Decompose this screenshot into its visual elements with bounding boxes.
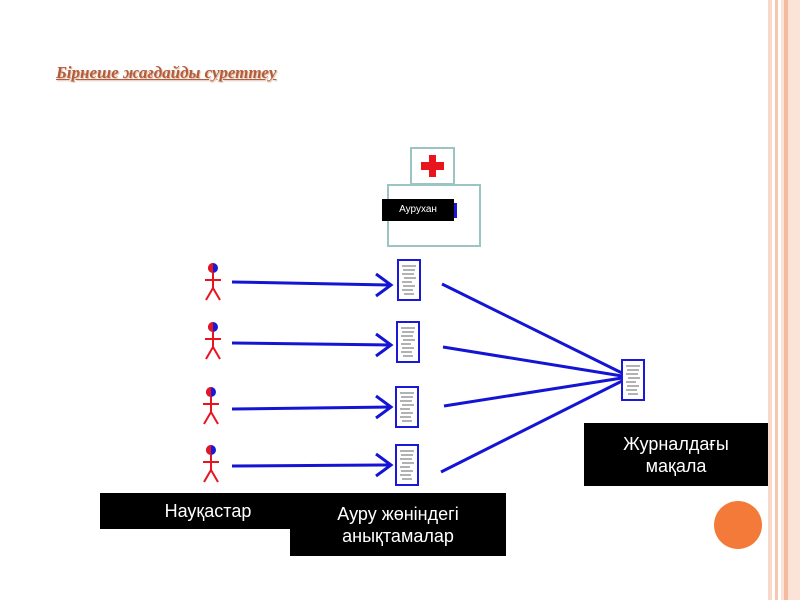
medical-record-icon [397,259,421,301]
medical-record-icon [395,444,419,486]
patients-label: Науқастар [100,493,316,529]
journal-article-label: Журналдағы мақала [584,423,768,486]
medical-record-icon [395,386,419,428]
medical-records-label: Ауру жөніндегі анықтамалар [290,493,506,556]
slide-title: Бірнеше жағдайды суреттеу [56,63,277,82]
record-to-article-lines [440,282,623,474]
patient-figure-icon [204,262,222,301]
hospital-icon [387,147,481,247]
hospital-label: Аурухан [382,199,454,221]
patient-figure-icon [204,321,222,360]
decorative-stripe [784,0,788,600]
decorative-stripe [768,0,772,600]
patient-arrows [231,272,394,478]
decorative-stripe [775,0,778,600]
medical-record-icon [396,321,420,363]
patient-figure-icon [202,386,220,425]
accent-circle [714,501,762,549]
patient-figure-icon [202,444,220,483]
journal-article-icon [621,359,645,401]
